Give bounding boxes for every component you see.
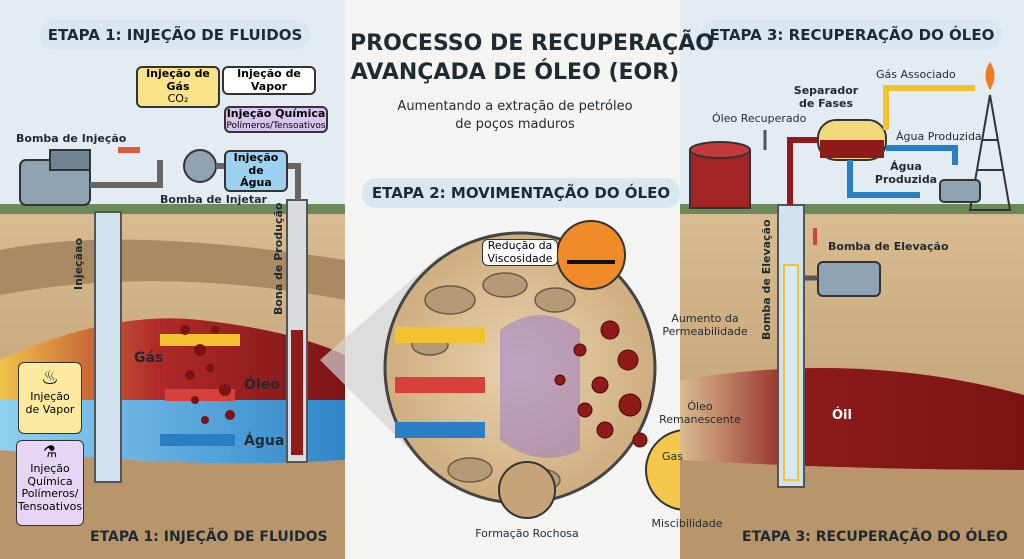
- water-line-2: [847, 160, 920, 198]
- stage3-title-bottom: ETAPA 3: RECUPERAÇÃO DO ÓLEO: [742, 529, 1008, 545]
- subtitle-line1: Aumentando a extração de petróleo: [397, 99, 633, 114]
- left-soil-band: [0, 239, 345, 300]
- miscibility-label: Miscibilidade: [651, 517, 723, 530]
- side-chemical-line2: Química: [27, 474, 73, 488]
- phase-separator-line1: Separador: [793, 84, 859, 97]
- viscosity-box: Redução da Viscosidade: [482, 239, 558, 267]
- permeability-line2: Permeabilidade: [662, 325, 748, 338]
- side-chemical-line4: Tensoativos: [17, 499, 83, 513]
- production-well-oil: [291, 330, 303, 455]
- injector-pump: [183, 149, 217, 183]
- water-line: [886, 145, 958, 165]
- side-steam-line1: Injeção: [30, 390, 70, 403]
- recovered-oil-label: Óleo Recuperado: [712, 112, 807, 125]
- stage1-title-bottom: ETAPA 1: INJEÇÃO DE FLUIDOS: [90, 529, 328, 545]
- water-treatment-unit: [939, 179, 981, 203]
- production-well-label: Bona de Produção: [272, 202, 285, 315]
- water-injection-line2: Água: [240, 176, 272, 190]
- produced-water-label-2: Água Produzida: [868, 160, 944, 186]
- gas-injection-box: Injeção de Gás CO₂: [136, 66, 220, 108]
- flask-icon: ⚗: [42, 442, 58, 461]
- injection-well-label: Injeçãao: [72, 237, 85, 290]
- side-steam-box: ♨ Injeção de Vapor: [18, 362, 82, 434]
- left-oil-layer: [0, 318, 345, 400]
- injection-pump-top: [49, 149, 91, 171]
- steam-icon: ♨: [41, 365, 59, 389]
- viscosity-line1: Redução da: [487, 239, 553, 252]
- injection-pump-label: Bomba de Injeção: [16, 132, 127, 145]
- rock-formation-circle: [498, 461, 556, 519]
- stage3-title-top: ETAPA 3: RECUPERAÇÃO DO ÓLEO: [702, 20, 1002, 50]
- water-injection-box: Injeção de Água: [224, 150, 288, 192]
- produced-water-label-1: Água Produzida: [896, 130, 982, 143]
- chemical-injection-title: Injeção Química: [226, 107, 326, 120]
- right-ground: [680, 204, 1024, 214]
- permeability-line1: Aumento da: [671, 312, 739, 325]
- side-steam-line2: de Vapor: [25, 402, 75, 416]
- flare-flame-icon: [985, 62, 995, 90]
- phase-separator-label: Separador de Fases: [790, 84, 862, 110]
- right-oil-label: Óil: [832, 408, 852, 423]
- phase-separator-line2: de Fases: [798, 97, 853, 110]
- viscosity-circle: [556, 220, 626, 290]
- chemical-injection-box: Injeção Química Polímeros/Tensoativos: [224, 106, 328, 133]
- flare-stack: [968, 94, 1012, 211]
- produced-water-line2: Produzida: [874, 173, 938, 186]
- miscibility-gas-label: Gas: [662, 450, 683, 463]
- chemical-injection-detail: Polímeros/Tensoativos: [226, 120, 326, 131]
- gas-injection-title: Injeção de Gás: [146, 67, 210, 93]
- right-oil-layer: [680, 368, 1024, 470]
- gas-injection-formula: CO₂: [167, 92, 189, 106]
- layer-oil-label: Óleo: [244, 377, 280, 393]
- produced-water-line1: Água: [890, 160, 922, 173]
- rock-formation-label: Formação Rochosa: [475, 527, 579, 540]
- lift-pump-label: Bomba de Elevação: [828, 240, 949, 253]
- main-title-line2: AVANÇADA DE ÓLEO (EOR): [350, 60, 680, 85]
- stage2-title: ETAPA 2: MOVIMENTAÇÃO DO ÓLEO: [362, 178, 680, 208]
- right-bottom-rock: [680, 460, 1024, 559]
- side-chemical-line3: Polímeros/: [21, 487, 79, 501]
- lift-pump-vertical-label: Bomba de Elevação: [760, 219, 773, 340]
- layer-water-label: Água: [244, 433, 285, 449]
- left-bottom-rock: [0, 450, 345, 559]
- lift-pump-motor: [817, 261, 881, 297]
- left-ground: [0, 204, 345, 214]
- permeability-label: Aumento da Permeabilidade: [650, 312, 760, 338]
- oil-tank-top: [689, 141, 751, 159]
- subtitle-line2: de poços maduros: [455, 117, 575, 132]
- water-injection-line1: Injeção de: [233, 151, 279, 177]
- injector-pump-label: Bomba de Injetar: [160, 193, 267, 206]
- gas-line: [883, 85, 975, 130]
- side-chemical-line1: Injeção: [30, 462, 70, 475]
- oil-droplets-left: [180, 325, 235, 424]
- mid-oil-droplets: [554, 320, 648, 448]
- viscosity-line2: Viscosidade: [487, 251, 553, 265]
- remaining-oil-label: Óleo Remanescente: [650, 400, 750, 426]
- separator-oil: [820, 140, 884, 158]
- layer-gas-label: Gás: [134, 350, 164, 366]
- stage1-title-top: ETAPA 1: INJEÇÃO DE FLUIDOS: [40, 20, 310, 50]
- steam-injection-box: Injeção de Vapor: [222, 66, 316, 96]
- remaining-oil-line2: Remanescente: [659, 413, 741, 426]
- oil-line: [787, 137, 818, 205]
- left-water-layer: [0, 400, 345, 464]
- associated-gas-label: Gás Associado: [876, 68, 956, 81]
- mid-chemical-plume: [500, 315, 580, 458]
- main-title-line1: PROCESSO DE RECUPERAÇÃO: [350, 31, 714, 56]
- side-chemical-box: ⚗ Injeção Química Polímeros/ Tensoativos: [16, 440, 84, 526]
- pump-pipe: [90, 160, 163, 188]
- injection-well-pipe: [94, 211, 122, 483]
- lift-pump-string: [783, 264, 799, 481]
- remaining-oil-line1: Óleo: [687, 400, 713, 413]
